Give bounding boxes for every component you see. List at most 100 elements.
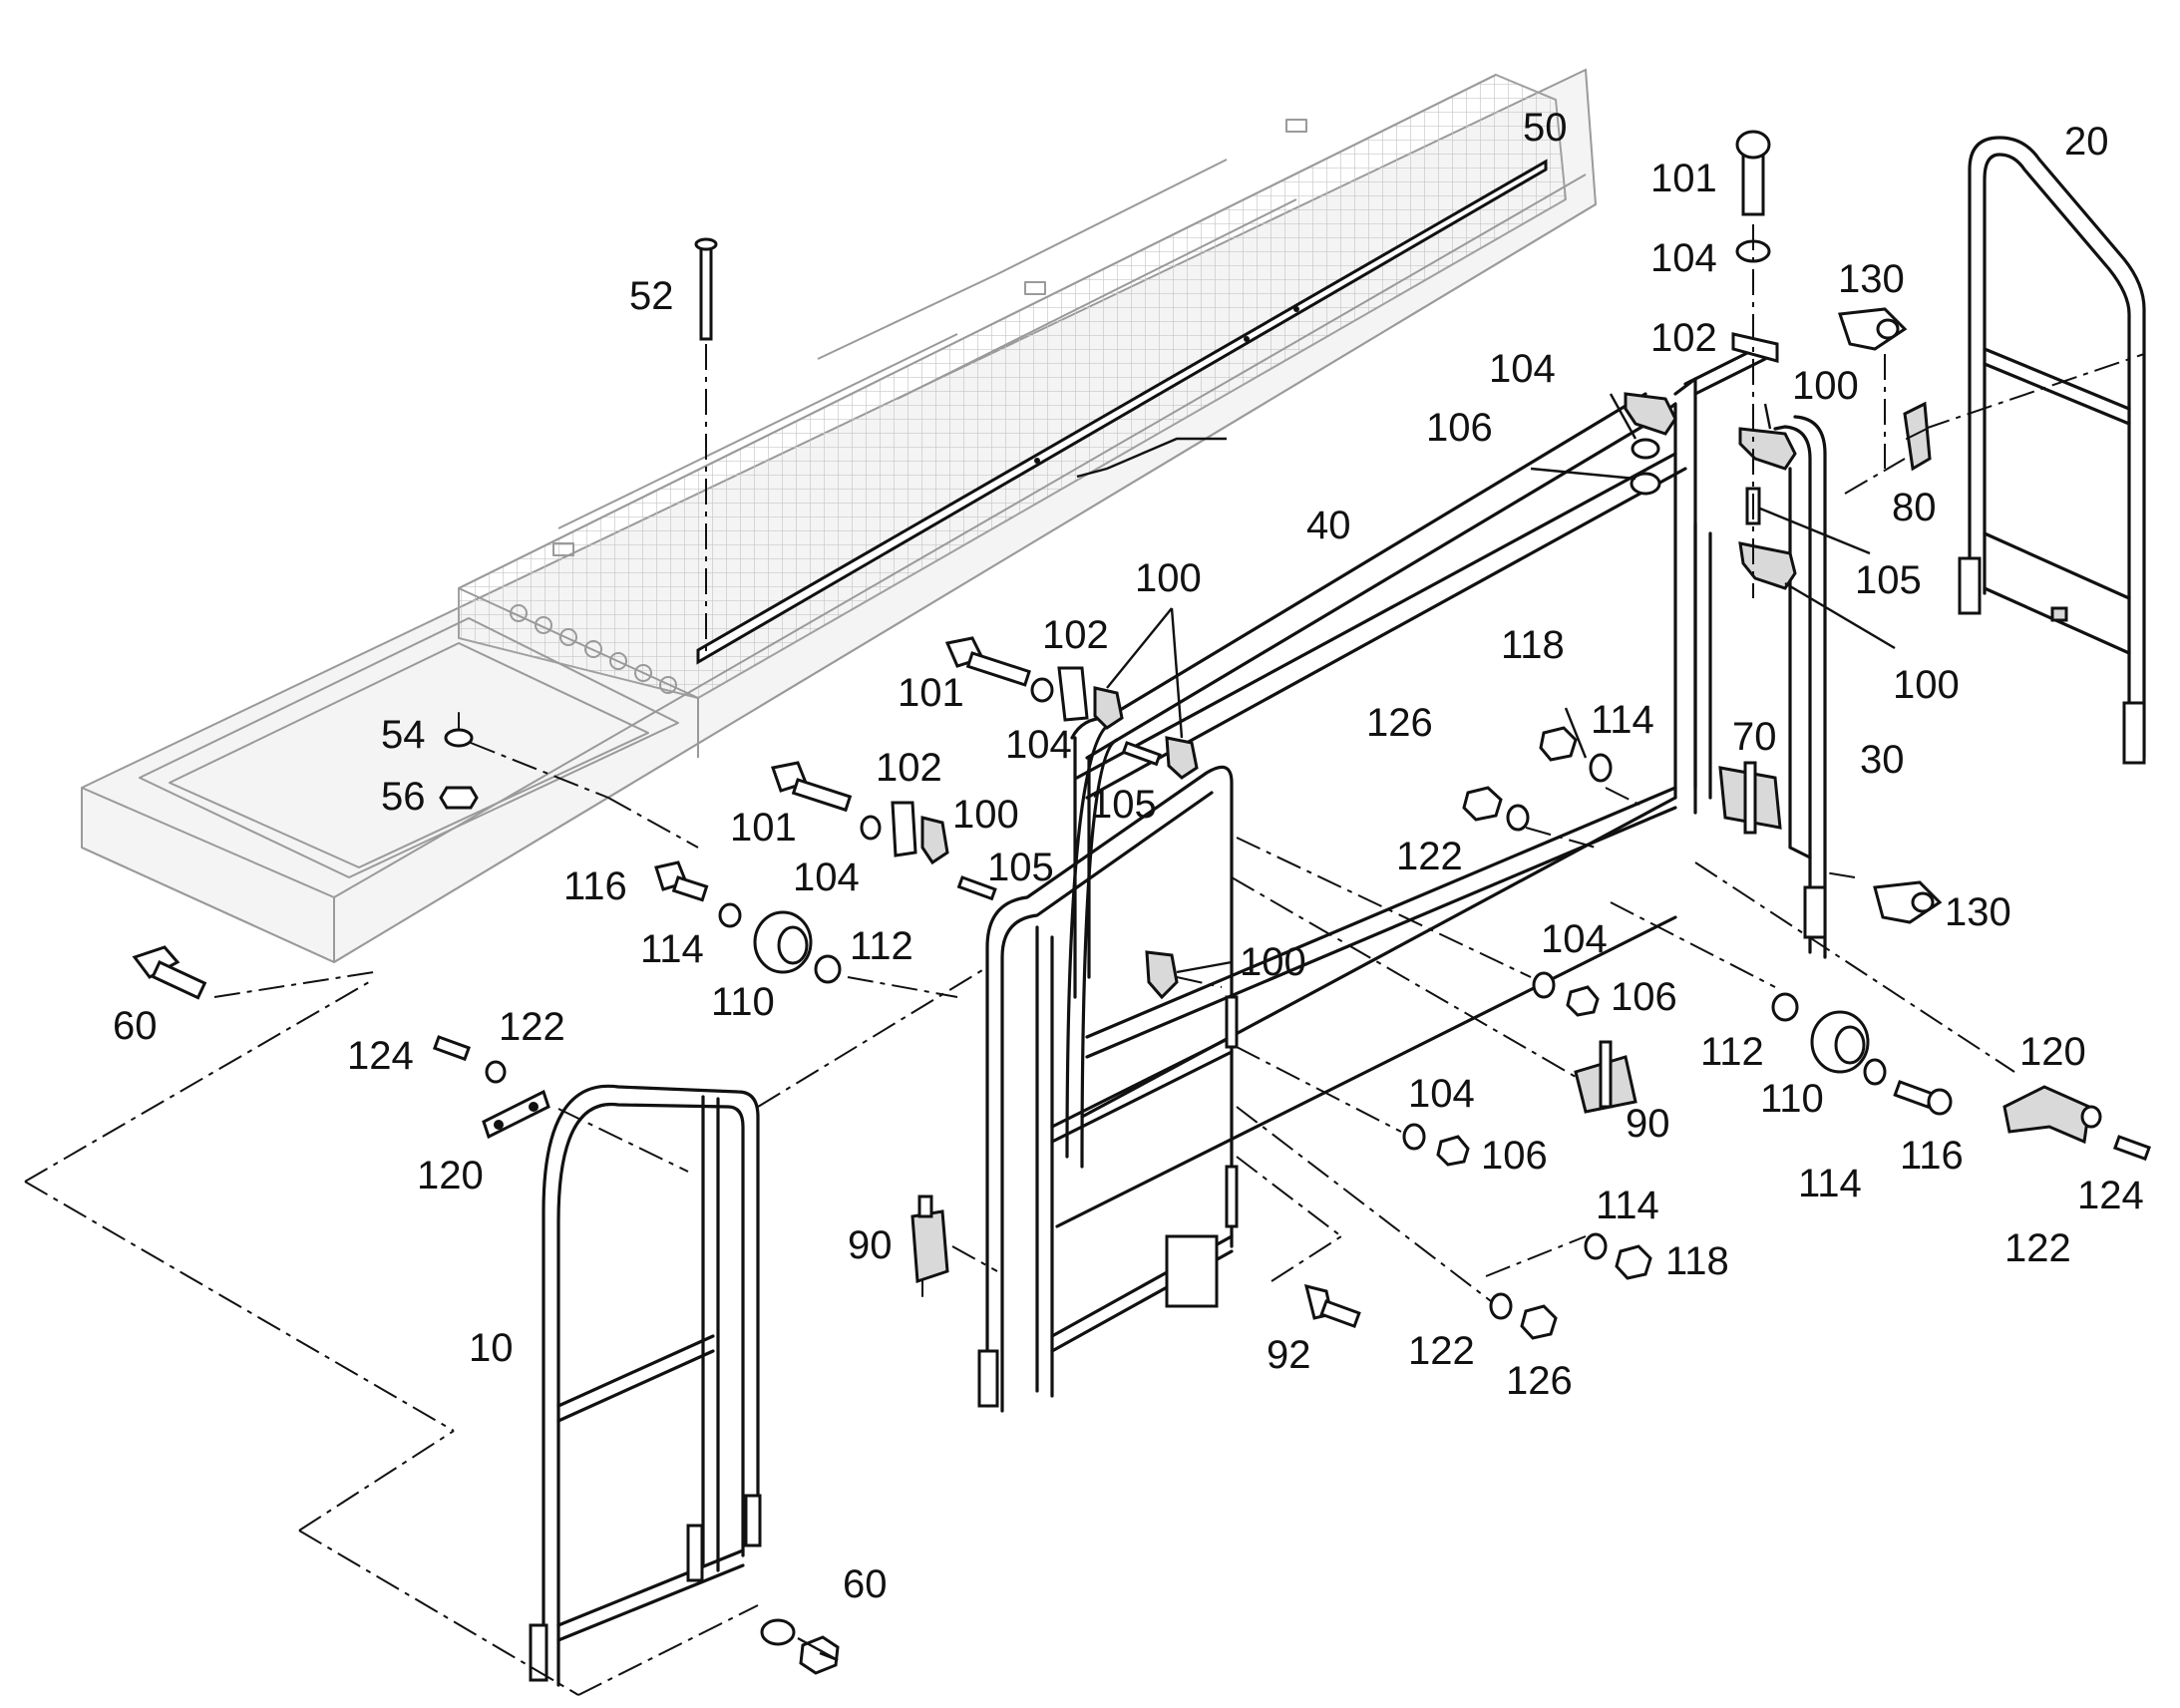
washer-104-low: [860, 815, 882, 841]
washer-122-right: [2080, 1105, 2102, 1129]
washer-104-low2: [1532, 971, 1556, 999]
bolt-52: [694, 237, 718, 653]
callout-126-low: 126: [1506, 1359, 1573, 1403]
screw-124-left: [432, 1035, 471, 1062]
end-frame-30: [1683, 347, 1827, 959]
callout-20: 20: [2064, 120, 2109, 164]
callout-124-right: 124: [2077, 1174, 2144, 1217]
clamp-100-low: [920, 816, 949, 865]
callout-102-low: 102: [876, 746, 942, 790]
nut-106-right: [1566, 985, 1600, 1017]
clamp-top-left: [1624, 392, 1677, 436]
washer-114-right: [1863, 1058, 1887, 1086]
nut-106-low: [1436, 1135, 1470, 1167]
callout-118-low: 118: [1665, 1239, 1729, 1283]
callout-60-left: 60: [113, 1004, 158, 1048]
callout-118-top: 118: [1501, 623, 1565, 667]
washer-104-lower: [1402, 1123, 1426, 1151]
gate-frame-20: [1958, 136, 2146, 765]
hinge-70: [1718, 761, 1782, 835]
callout-130-low: 130: [1945, 890, 2011, 934]
bolt-101-top: [1735, 130, 1771, 216]
callout-54: 54: [381, 713, 426, 757]
callout-122-left: 122: [499, 1005, 565, 1049]
bolt-116-right: [1893, 1080, 1953, 1116]
nut-126-top: [1462, 786, 1503, 822]
clamp-100-mid-b: [1165, 736, 1199, 780]
callout-100-top: 100: [1792, 364, 1859, 408]
callout-101-top: 101: [1650, 157, 1717, 200]
clip-130-low: [1873, 880, 1943, 924]
callout-130-top: 130: [1838, 257, 1905, 301]
washer-104-mid: [1030, 677, 1054, 703]
washer-54: [444, 712, 474, 748]
nut-56: [439, 786, 479, 810]
bolt-101-low: [771, 761, 853, 813]
callout-112-left: 112: [850, 924, 913, 968]
callout-92: 92: [1267, 1333, 1311, 1377]
callout-102-mid: 102: [1042, 613, 1109, 657]
callout-10: 10: [469, 1326, 514, 1370]
callout-122-low: 122: [1408, 1329, 1475, 1373]
callout-50: 50: [1523, 106, 1568, 150]
plate-102-low: [891, 801, 917, 857]
screw-124-right: [2112, 1135, 2151, 1162]
bolt-60-left: [132, 945, 375, 1000]
callout-110-left: 110: [711, 980, 775, 1024]
callout-114-top: 114: [1591, 698, 1654, 742]
callout-104-mid: 104: [1005, 723, 1072, 767]
callout-120-left: 120: [417, 1154, 484, 1197]
callout-104-low2: 104: [1408, 1072, 1475, 1116]
bushing-112-right: [1771, 992, 1799, 1022]
callout-101-mid: 101: [898, 671, 964, 715]
washer-122-top: [1506, 804, 1530, 832]
callout-114-low: 114: [1596, 1184, 1659, 1227]
callout-122-right: 122: [2004, 1226, 2071, 1270]
callout-116-right: 116: [1900, 1134, 1964, 1178]
callout-40: 40: [1306, 504, 1351, 547]
callout-100-right: 100: [1893, 663, 1960, 707]
callout-105-right: 105: [1855, 558, 1922, 602]
callout-105-mid: 105: [1090, 783, 1157, 827]
callout-104-a: 104: [1489, 347, 1556, 391]
pin-105-mid: [1121, 741, 1162, 767]
washer-122-left: [485, 1060, 507, 1084]
callout-70: 70: [1732, 715, 1777, 759]
platform-base: [81, 68, 1598, 964]
callout-106-low: 106: [1481, 1134, 1548, 1178]
nut-106-top: [1630, 472, 1661, 496]
callout-122-top: 122: [1396, 835, 1463, 878]
callout-112-right: 112: [1700, 1030, 1764, 1074]
callout-126-top: 126: [1366, 701, 1433, 745]
nut-126-low: [1520, 1304, 1558, 1340]
callout-100-mid-left: 100: [1135, 556, 1202, 600]
bracket-120-right: [2002, 1085, 2091, 1145]
callout-104-low: 104: [793, 855, 860, 899]
callout-60-low: 60: [843, 1562, 888, 1606]
callout-90-right: 90: [1626, 1102, 1670, 1146]
rail-strip-50: [696, 159, 1548, 665]
callout-114-right: 114: [1798, 1162, 1862, 1205]
callout-52: 52: [629, 274, 674, 318]
nut-118-top: [1539, 726, 1578, 762]
pin-105-low: [956, 875, 997, 901]
nut-118-low: [1615, 1244, 1652, 1280]
latch-80: [1903, 401, 1932, 472]
callout-106-right: 106: [1611, 975, 1677, 1019]
callout-100-low: 100: [952, 793, 1019, 837]
bushing-112-left: [814, 954, 842, 984]
callout-56: 56: [381, 775, 426, 819]
bracket-120-left: [482, 1089, 550, 1140]
callout-114-left: 114: [640, 927, 704, 971]
clamp-100-center: [1145, 950, 1179, 1000]
callout-100-center: 100: [1240, 940, 1306, 984]
callout-104-right: 104: [1541, 917, 1608, 961]
platform-holes-row: [510, 604, 677, 694]
washer-104-a: [1631, 438, 1660, 460]
callout-124-left: 124: [347, 1034, 414, 1078]
roller-110-right: [1810, 1010, 1870, 1074]
washer-114-left: [718, 902, 742, 928]
clip-130-top: [1837, 307, 1908, 351]
callout-106-top: 106: [1426, 406, 1493, 450]
